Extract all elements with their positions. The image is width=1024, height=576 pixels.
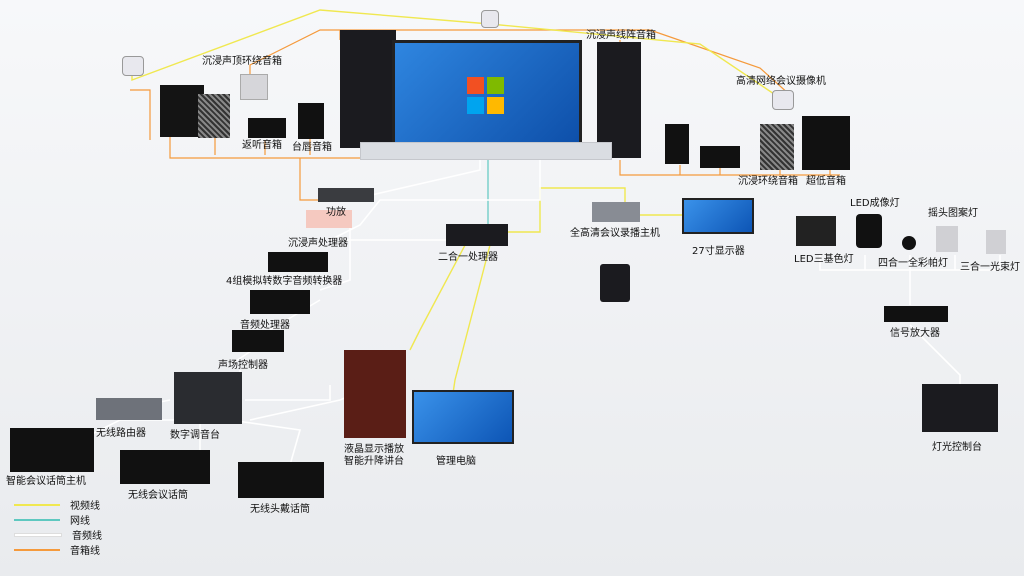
immersive-processor-device [306,210,352,228]
four-in-one-light [902,236,916,250]
legend-speaker-swatch [14,548,60,551]
led-spot-light [856,214,882,248]
label-amplifier: 功放 [326,207,346,218]
legend-audio-label: 音频线 [72,531,102,542]
line-array-right [597,42,641,158]
legend-audio-swatch [14,532,62,537]
label-digital-mixer: 数字调音台 [170,430,220,441]
label-immersive-processor: 沉浸声处理器 [288,238,348,249]
amplifier-device [318,188,374,202]
conference-host-device [10,428,94,472]
label-ceiling-speaker: 沉浸声顶环绕音箱 [202,56,282,67]
wireless-mic-device [120,450,210,484]
label-line-array: 沉浸声线阵音箱 [586,30,656,41]
surround-speaker-left-b [198,94,230,138]
legend-speaker-label: 音箱线 [70,546,100,557]
label-four-in-one: 四合一全彩帕灯 [878,258,948,269]
windows-logo-icon [467,77,505,115]
ptz-camera-top [481,10,499,28]
label-lighting-console: 灯光控制台 [932,442,982,453]
label-signal-amp: 信号放大器 [890,328,940,339]
legend-network: 网线 [14,512,102,527]
led-rgb-light [796,216,836,246]
legend-network-label: 网线 [70,516,90,527]
ptz-camera-left [122,56,144,76]
tablet-device [600,264,630,302]
label-subwoofer: 超低音箱 [806,176,846,187]
ptz-camera-right [772,90,794,110]
label-podium-line1: 液晶显示播放 [344,444,404,455]
moving-head-light [936,226,958,252]
digital-mixer-device [174,372,242,424]
sound-controller-device [232,330,284,352]
surround-speaker-right-a [665,124,689,164]
label-sound-controller: 声场控制器 [218,360,268,371]
video-lines [131,9,781,401]
surround-speaker-left-a [160,85,204,137]
label-hd-camera: 高清网络会议摄像机 [736,76,826,87]
label-wireless-router: 无线路由器 [96,428,146,439]
monitor-speaker-right [700,146,740,168]
label-surround-speaker: 沉浸环绕音箱 [738,176,798,187]
label-mgmt-pc: 管理电脑 [436,456,476,467]
label-recorder: 全高清会议录播主机 [570,228,660,239]
subwoofer [802,116,850,170]
label-moving-head: 摇头图案灯 [928,208,978,219]
ad-converter-device [268,252,328,272]
lighting-console-device [922,384,998,432]
label-monitor-speaker: 返听音箱 [242,140,282,151]
line-array-left [340,30,396,148]
legend-audio: 音频线 [14,527,102,542]
label-headset-mic: 无线头戴话筒 [250,504,310,515]
podium-device [344,350,406,438]
audio-processor-device [250,290,310,314]
wireless-router-device [96,398,162,420]
label-wireless-mic: 无线会议话筒 [128,490,188,501]
label-led-spot: LED成像灯 [850,198,900,209]
main-display-screen [392,40,582,152]
ceiling-speaker [240,74,268,100]
label-ad-converter: 4组模拟转数字音频转换器 [226,276,343,287]
legend: 视频线 网线 音频线 音箱线 [14,497,102,557]
two-in-one-processor-device [446,224,508,246]
signal-amp-device [884,306,948,322]
label-podium-speaker: 台唇音箱 [292,142,332,153]
label-conference-host: 智能会议话筒主机 [6,476,86,487]
surround-speaker-right-b [760,124,794,170]
mgmt-pc-device [412,390,514,444]
label-monitor-27: 27寸显示器 [692,246,745,257]
screen-stage [360,142,612,160]
label-led-rgb: LED三基色灯 [794,254,854,265]
label-two-in-one: 二合一处理器 [438,252,498,263]
beam-light [986,230,1006,254]
label-three-in-one: 三合一光束灯 [960,262,1020,273]
recorder-device [592,202,640,222]
label-podium-line2: 智能升降讲台 [344,456,404,467]
legend-network-swatch [14,518,60,521]
podium-speaker-left [298,103,324,139]
legend-video-swatch [14,503,60,506]
monitor-27-device [682,198,754,234]
legend-video-label: 视频线 [70,501,100,512]
headset-mic-device [238,462,324,498]
legend-speaker: 音箱线 [14,542,102,557]
legend-video: 视频线 [14,497,102,512]
label-audio-processor: 音频处理器 [240,320,290,331]
monitor-speaker-left [248,118,286,138]
